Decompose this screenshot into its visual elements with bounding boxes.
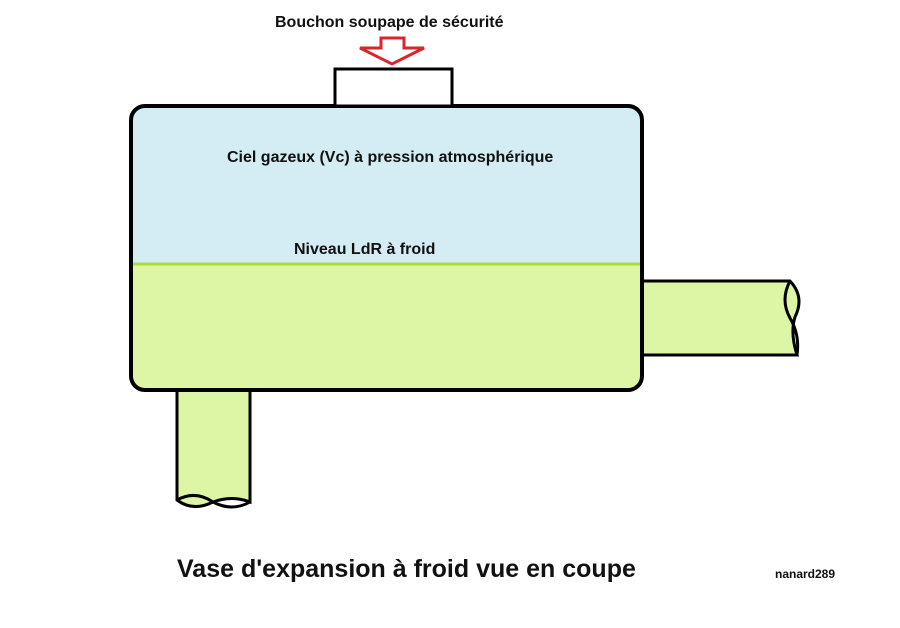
bottom-outlet-pipe (175, 388, 252, 508)
cold-level-label: Niveau LdR à froid (294, 241, 436, 258)
right-outlet-pipe (640, 279, 801, 357)
safety-valve-cap (333, 67, 454, 108)
diagram-title: Vase d'expansion à froid vue en coupe (177, 555, 636, 583)
right-pipe-end-curve (783, 280, 800, 356)
author-credit: nanard289 (775, 567, 836, 581)
gas-headspace-label: Ciel gazeux (Vc) à pression atmosphériqu… (227, 149, 554, 166)
bottom-pipe-end-curve (176, 494, 251, 509)
gas-headspace-region (131, 106, 642, 264)
safety-cap-label: Bouchon soupape de sécurité (275, 14, 504, 31)
down-arrow-icon (359, 36, 425, 66)
liquid-region (131, 264, 642, 390)
